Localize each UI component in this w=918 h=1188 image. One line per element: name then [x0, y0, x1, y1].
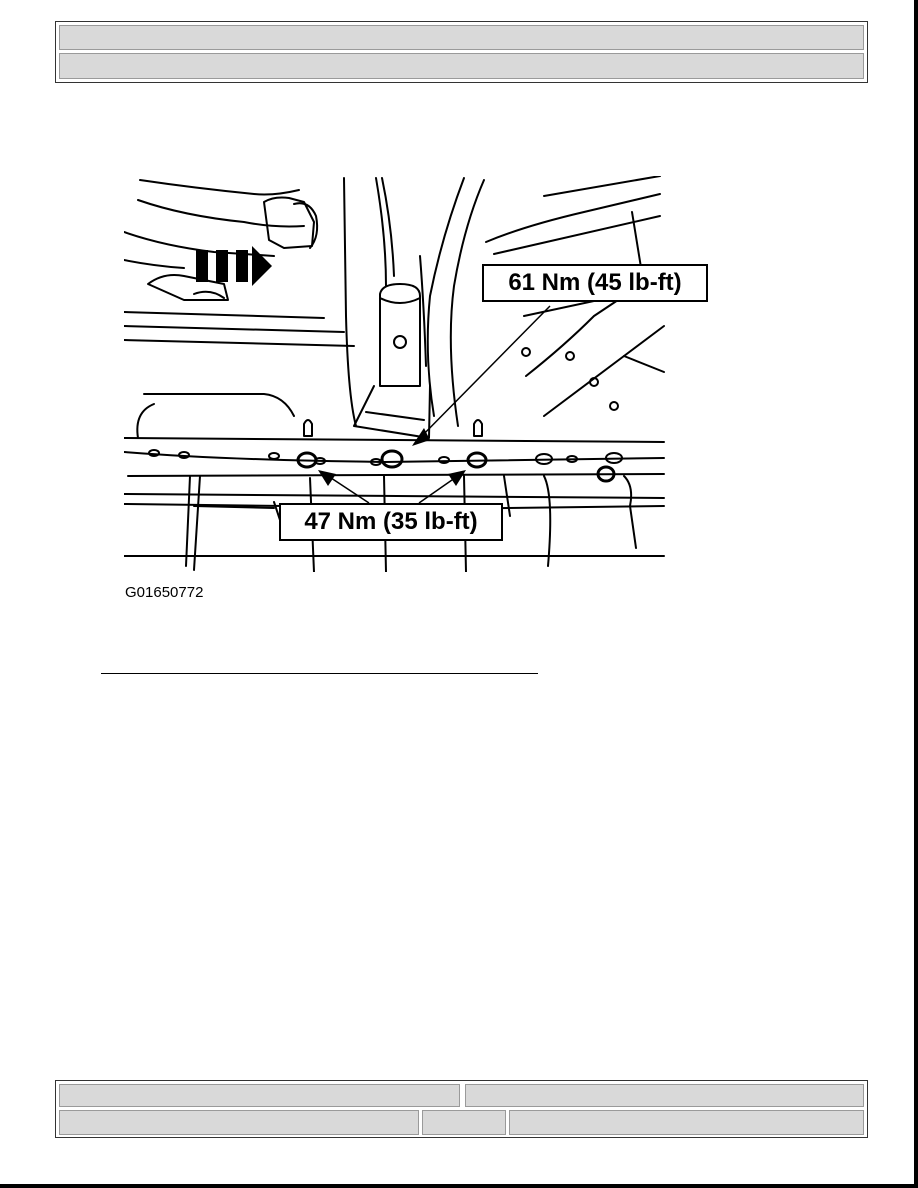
header-table [55, 21, 868, 83]
footer-cell-1 [59, 1084, 460, 1107]
footer-cell-2 [465, 1084, 864, 1107]
header-row-1 [59, 25, 864, 50]
horizontal-rule [101, 673, 538, 674]
torque-callout-upper: 61 Nm (45 lb-ft) [482, 264, 708, 302]
header-row-2 [59, 53, 864, 79]
technical-illustration [124, 176, 665, 572]
footer-cell-4 [422, 1110, 506, 1135]
footer-cell-3 [59, 1110, 419, 1135]
torque-callout-lower: 47 Nm (35 lb-ft) [279, 503, 503, 541]
footer-cell-5 [509, 1110, 864, 1135]
footer-table [55, 1080, 868, 1138]
figure-id: G01650772 [125, 584, 204, 601]
